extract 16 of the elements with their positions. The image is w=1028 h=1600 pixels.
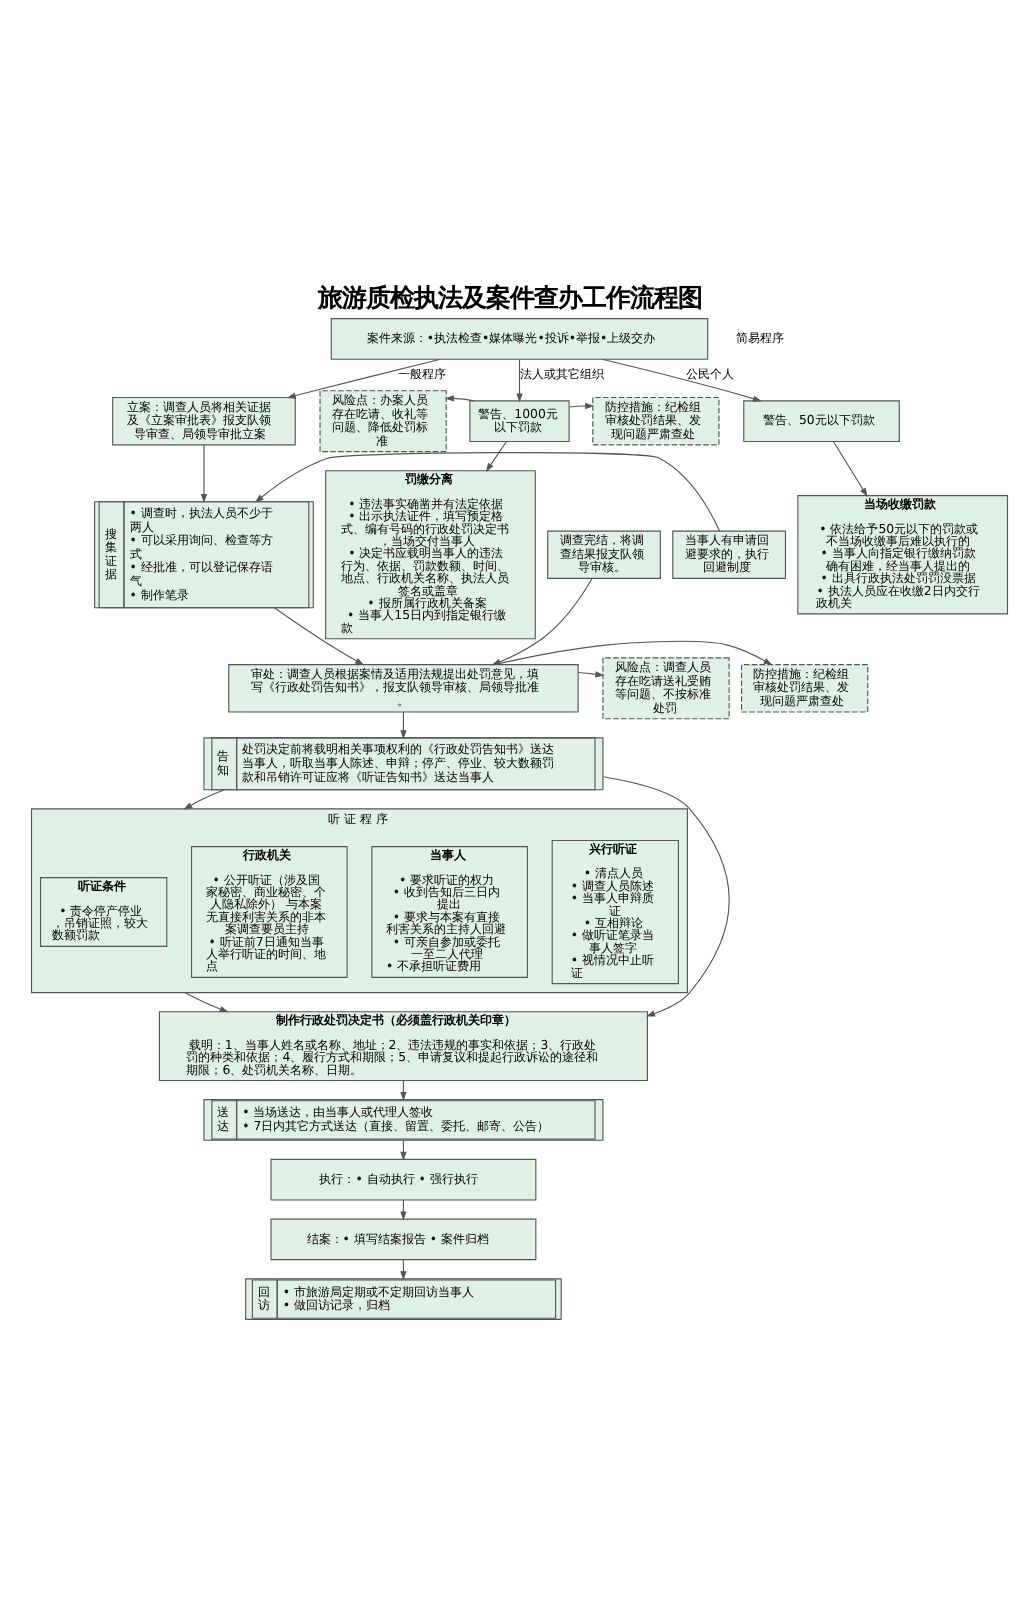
arrow [568, 401, 594, 409]
arrow [399, 710, 406, 739]
arrow [484, 440, 506, 472]
arrow [576, 670, 604, 677]
arrow [272, 606, 364, 665]
arrow [601, 775, 729, 1016]
arrow [285, 357, 441, 398]
arrow [600, 357, 761, 401]
arrow [182, 788, 225, 809]
arrow [831, 440, 867, 496]
arrow [183, 991, 228, 1012]
arrow [443, 394, 474, 401]
arrow [199, 443, 207, 503]
arrow [253, 451, 720, 531]
diagram-title: 旅游质检执法及案件查办工作流程图 [317, 280, 702, 311]
arrow [515, 357, 522, 402]
